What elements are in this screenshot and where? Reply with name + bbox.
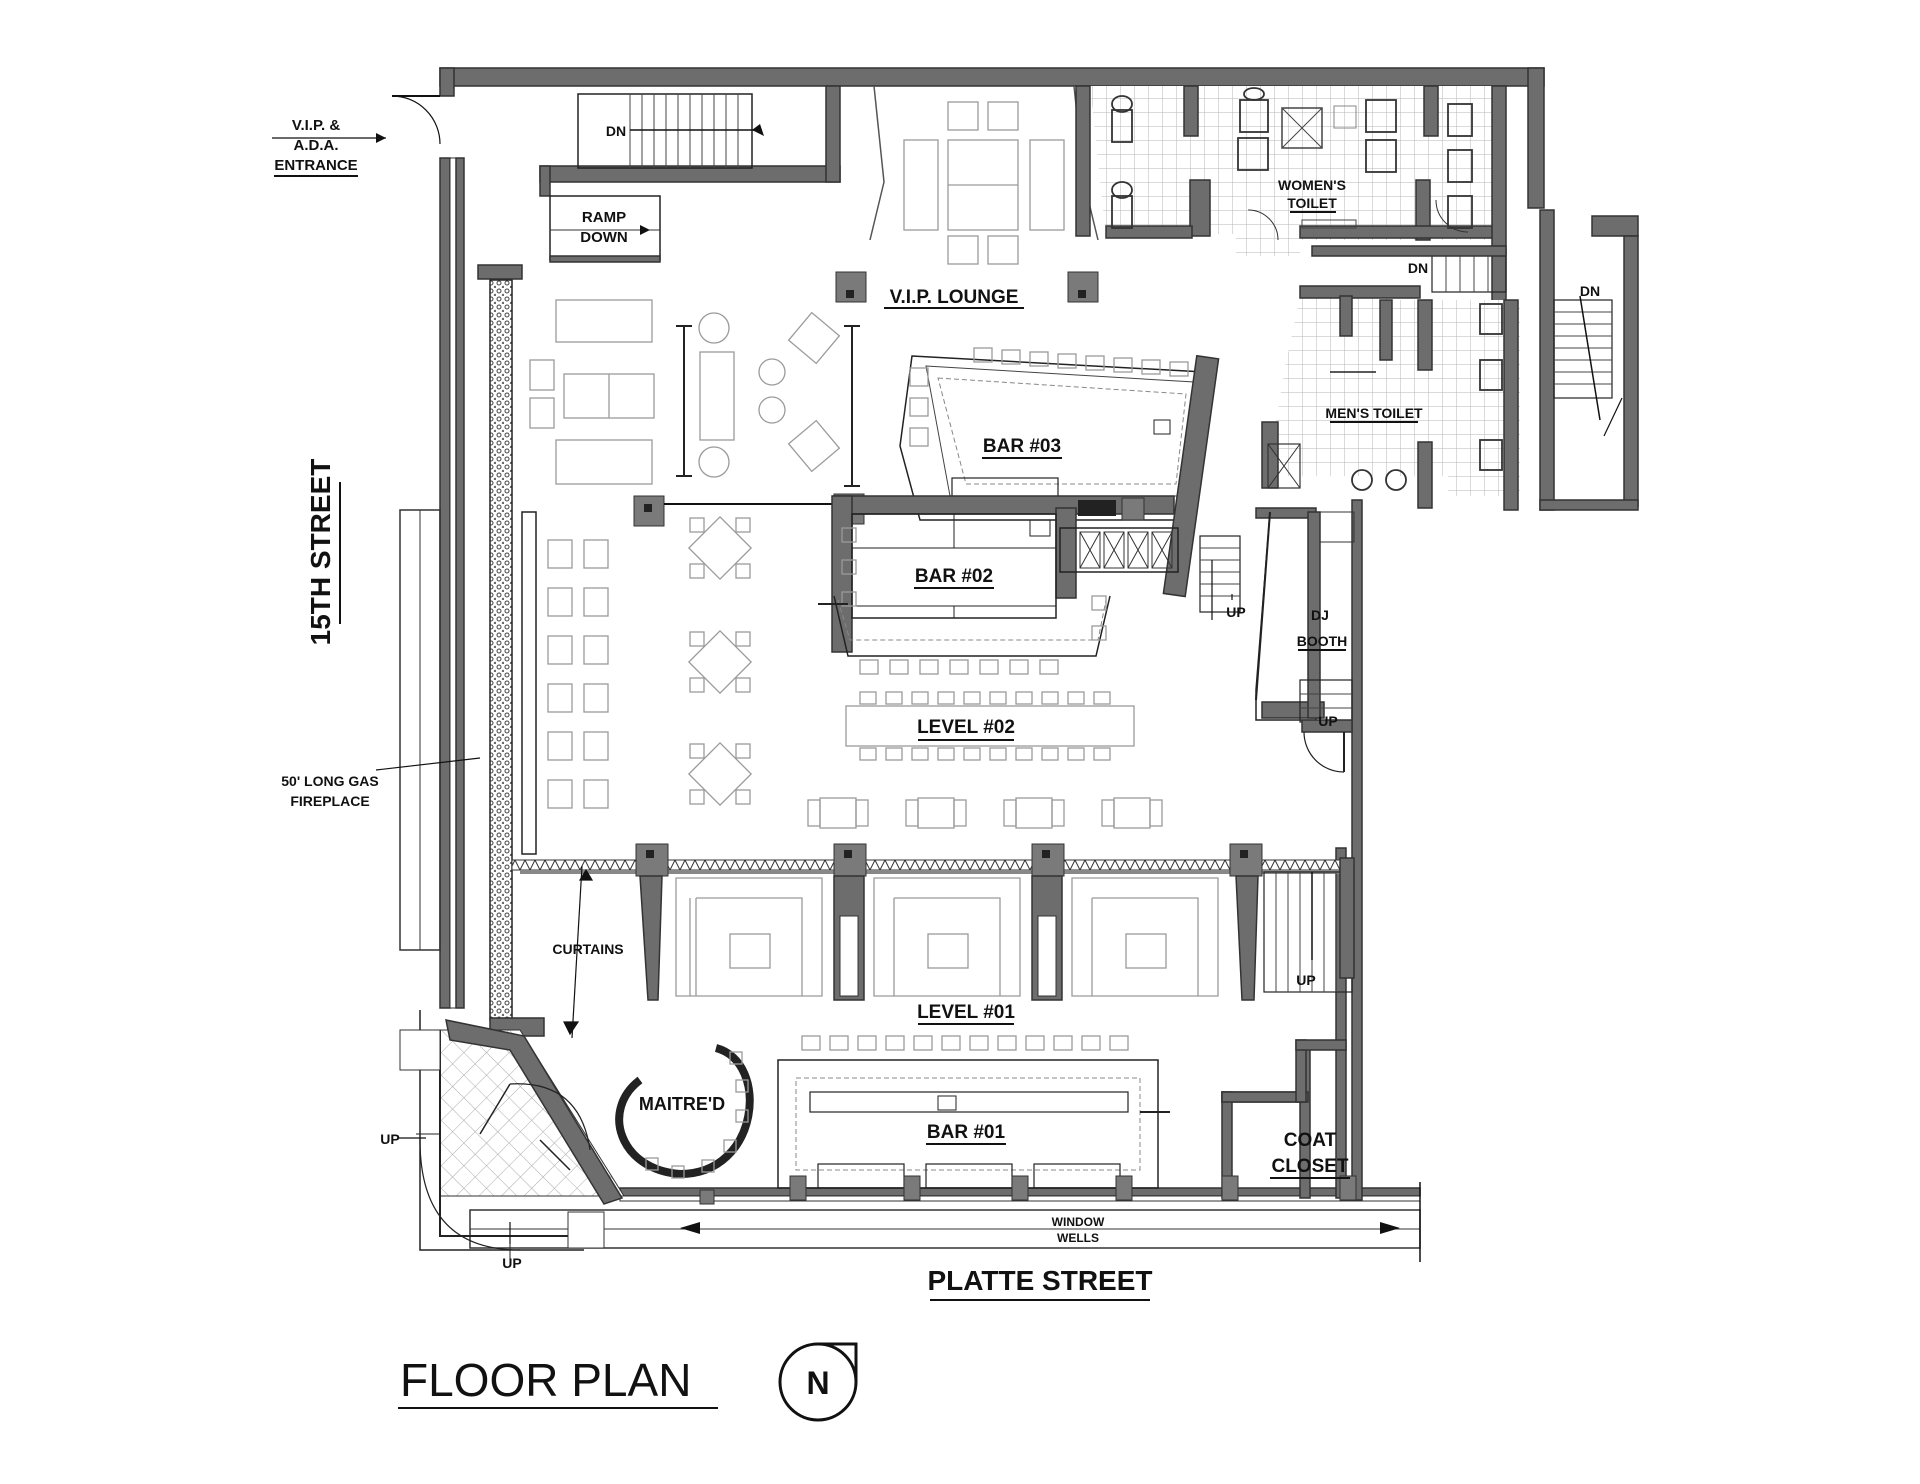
west-window-wells	[399, 509, 441, 951]
vip-lounge-label: V.I.P. LOUNGE	[890, 287, 1019, 308]
up-label-bar2: UP	[1226, 604, 1245, 620]
north-label: N	[806, 1365, 829, 1401]
window-wells-label-2: WELLS	[1057, 1231, 1099, 1245]
page-title: FLOOR PLAN	[400, 1354, 691, 1406]
up-label-dj: UP	[1318, 713, 1337, 729]
street-15th-label: 15TH STREET	[305, 459, 336, 646]
labels: V.I.P. & A.D.A. ENTRANCE DN RAMP DOWN V.…	[274, 117, 1600, 1409]
dn-label-womens: DN	[1408, 260, 1428, 276]
bar-02-label: BAR #02	[915, 566, 993, 587]
entrance-label-1: V.I.P. &	[292, 117, 341, 134]
mens-toilet-label: MEN'S TOILET	[1325, 405, 1423, 421]
level-01-label: LEVEL #01	[917, 1002, 1015, 1023]
entrance-label-2: A.D.A.	[294, 137, 339, 154]
womens-toilet-room	[1075, 85, 1507, 357]
ramp-label-2: DOWN	[580, 229, 628, 246]
womens-toilet-label-2: TOILET	[1287, 195, 1337, 211]
fireplace-label-2: FIREPLACE	[290, 793, 369, 809]
window-wells	[469, 1182, 1421, 1262]
facade-columns	[699, 1175, 1357, 1205]
bar-01-label: BAR #01	[927, 1122, 1006, 1143]
level-02-label: LEVEL #02	[917, 717, 1015, 738]
vip-stair-area	[539, 85, 841, 263]
curtains-label: CURTAINS	[552, 941, 623, 957]
window-wells-label-1: WINDOW	[1052, 1215, 1105, 1229]
up-label-booths: UP	[1296, 972, 1315, 988]
bar-01	[777, 1035, 1170, 1189]
coat-closet-label-1: COAT	[1284, 1130, 1337, 1151]
dj-booth	[1255, 507, 1355, 773]
entry-vestibule	[399, 1010, 754, 1264]
womens-toilet-label-1: WOMEN'S	[1278, 177, 1346, 193]
ramp-label-1: RAMP	[582, 209, 626, 226]
dj-booth-label-1: DJ	[1311, 607, 1329, 623]
leader-lines	[375, 594, 1233, 1244]
coat-closet-label-2: CLOSET	[1271, 1156, 1348, 1177]
street-platte-label: PLATTE STREET	[927, 1265, 1152, 1296]
north-arrow-icon	[778, 1342, 858, 1422]
vip-lounge-furniture	[529, 85, 1099, 487]
dn-label-top: DN	[606, 123, 626, 139]
entrance-label-3: ENTRANCE	[274, 157, 357, 174]
level-01-booths	[511, 843, 1355, 1001]
fireplace-label-1: 50' LONG GAS	[281, 773, 378, 789]
mens-toilet-room	[1261, 285, 1520, 511]
east-stair	[1311, 209, 1639, 511]
level-02-area	[521, 511, 1241, 855]
vip-entrance-door	[272, 95, 441, 145]
up-label-west: UP	[380, 1131, 399, 1147]
bar-03-label: BAR #03	[983, 436, 1061, 457]
bar-02	[633, 493, 1179, 675]
gas-fireplace	[489, 279, 513, 1021]
dj-booth-label-2: BOOTH	[1297, 633, 1348, 649]
maitred-label: MAITRE'D	[639, 1094, 725, 1114]
dn-label-east: DN	[1580, 283, 1600, 299]
up-label-south: UP	[502, 1255, 521, 1271]
